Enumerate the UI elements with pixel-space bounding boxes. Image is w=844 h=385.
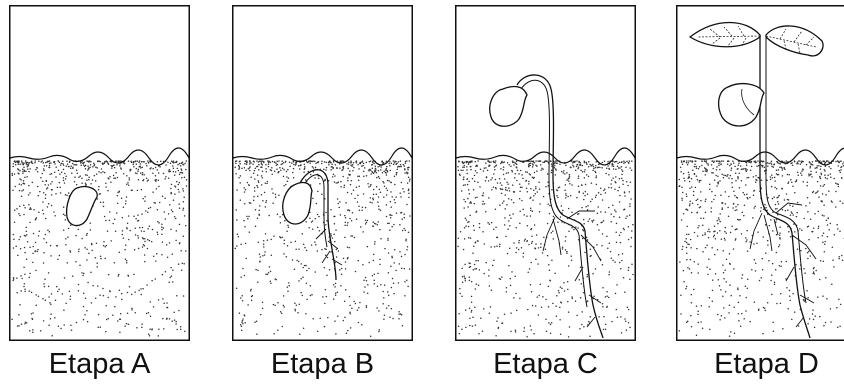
stage-d-label: Etapa D [676, 348, 844, 380]
panel-frame [10, 6, 190, 341]
stem-inner-line [766, 35, 806, 303]
soil-layer [678, 160, 844, 337]
seed-icon [283, 183, 312, 224]
stage-c-panel [455, 5, 636, 341]
soil-surface-line [456, 148, 635, 165]
stage-a-drawing [9, 5, 190, 341]
stage-a-panel [9, 5, 190, 341]
soil-layer [234, 160, 410, 337]
stage-b-panel [232, 5, 413, 341]
stage-c-drawing [455, 5, 636, 341]
stem-icon [517, 75, 603, 338]
soil-layer [457, 160, 634, 337]
panel-frame [456, 6, 636, 341]
soil-surface-line [233, 148, 412, 165]
soil-surface-line [10, 148, 189, 165]
seed-icon [490, 87, 527, 127]
stage-a-label: Etapa A [9, 348, 190, 380]
stem-icon [760, 35, 810, 338]
stage-b-drawing [232, 5, 413, 341]
seed-icon [67, 187, 98, 226]
soil-layer [11, 160, 187, 336]
stage-d-drawing [676, 5, 844, 341]
stage-c-label: Etapa C [455, 348, 636, 380]
stage-d-panel [676, 5, 844, 341]
cotyledon-icon [719, 84, 764, 126]
stage-b-label: Etapa B [232, 348, 413, 380]
left-leaf-icon [690, 23, 760, 47]
